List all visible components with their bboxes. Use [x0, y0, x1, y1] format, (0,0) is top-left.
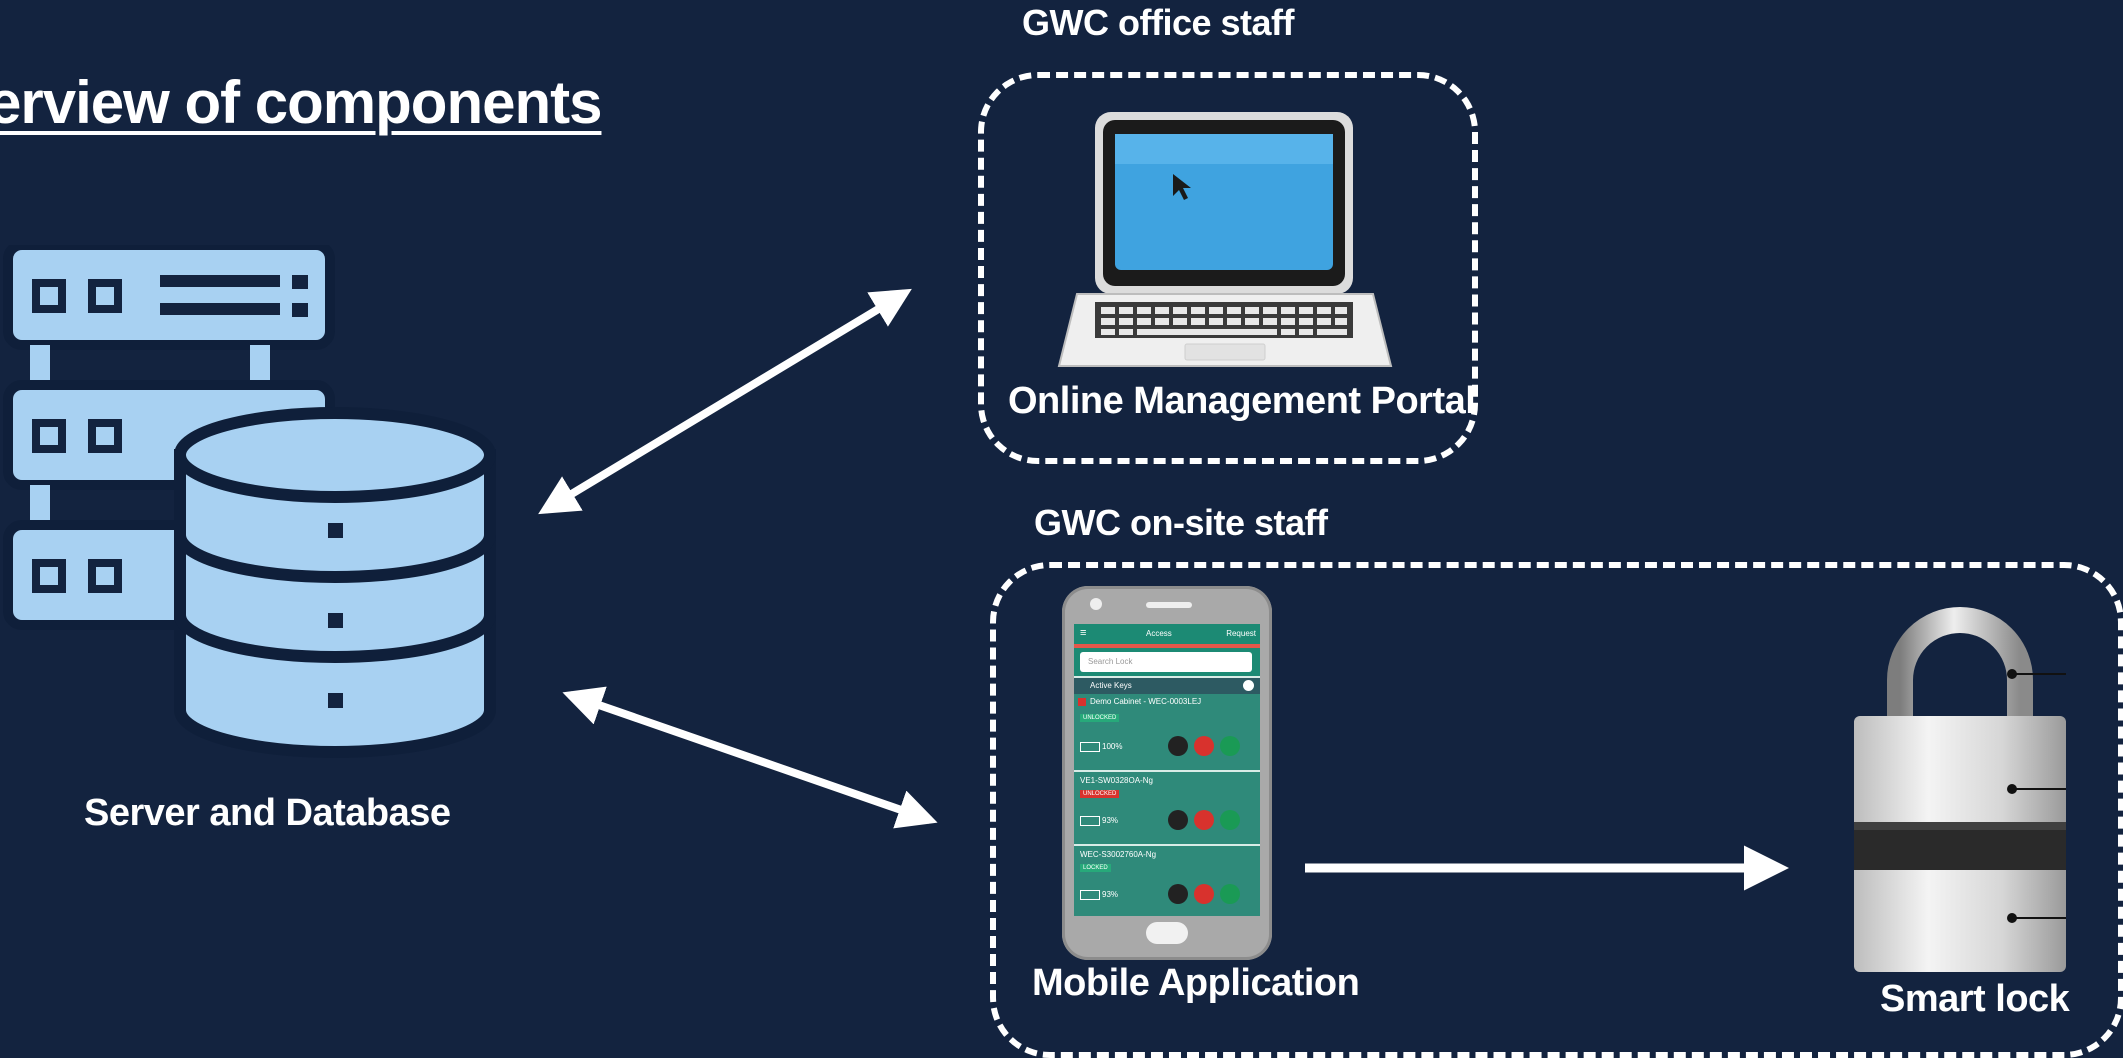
server-portal-arrow: [538, 288, 912, 515]
battery-level: 93%: [1102, 816, 1119, 825]
onsite-staff-group: [990, 562, 2123, 1058]
key-status-badge: UNLOCKED: [1080, 714, 1120, 722]
onsite-staff-label: GWC on-site staff: [1034, 502, 1328, 543]
menu-icon[interactable]: ≡: [1080, 627, 1087, 639]
app-search-bar: Search Lock: [1074, 648, 1260, 676]
unlock-button[interactable]: [1168, 810, 1188, 830]
page-title: erview of components: [0, 69, 602, 136]
key-status-badge: UNLOCKED: [1080, 790, 1120, 798]
battery-icon: [1080, 816, 1100, 826]
key-status-badge: LOCKED: [1080, 864, 1111, 872]
lock-button[interactable]: [1194, 736, 1214, 756]
unlock-button[interactable]: [1168, 736, 1188, 756]
app-alert-bar: [1074, 644, 1260, 648]
search-lock-input[interactable]: Search Lock: [1080, 652, 1252, 672]
key-card[interactable]: Demo Cabinet - WEC-0003LEJ UNLOCKED 100%: [1074, 694, 1260, 772]
battery-level: 100%: [1102, 742, 1123, 751]
request-link[interactable]: Request: [1226, 629, 1256, 638]
open-button[interactable]: [1220, 736, 1240, 756]
open-button[interactable]: [1220, 884, 1240, 904]
smartphone-icon: ≡ Access Request Search Lock Active Keys…: [1062, 586, 1272, 960]
open-button[interactable]: [1220, 810, 1240, 830]
app-header: ≡ Access Request: [1074, 624, 1260, 644]
lock-button[interactable]: [1194, 884, 1214, 904]
key-name: WEC-S3002760A-Ng: [1080, 850, 1157, 859]
battery-level: 93%: [1102, 890, 1119, 899]
key-name: VE1-SW0328OA-Ng: [1080, 776, 1153, 785]
active-keys-label: Active Keys: [1090, 681, 1132, 690]
padlock-icon: [1850, 600, 2072, 980]
phone-home-button: [1146, 922, 1188, 944]
unlock-button[interactable]: [1168, 884, 1188, 904]
phone-screen: ≡ Access Request Search Lock Active Keys…: [1074, 624, 1260, 916]
lock-label: Smart lock: [1880, 978, 2070, 1020]
key-card[interactable]: WEC-S3002760A-Ng LOCKED 93%: [1074, 846, 1260, 916]
server-label: Server and Database: [84, 792, 451, 834]
office-staff-group: [978, 72, 1478, 464]
mobile-label: Mobile Application: [1032, 962, 1360, 1004]
key-name: Demo Cabinet - WEC-0003LEJ: [1090, 697, 1202, 706]
laptop-icon: [1055, 108, 1395, 378]
lock-status-icon: [1078, 698, 1086, 706]
key-card[interactable]: VE1-SW0328OA-Ng UNLOCKED 93%: [1074, 772, 1260, 846]
app-header-title: Access: [1146, 629, 1172, 638]
active-keys-header: Active Keys: [1074, 678, 1260, 694]
server-database-icon: [0, 245, 500, 765]
lock-button[interactable]: [1194, 810, 1214, 830]
add-icon[interactable]: [1243, 680, 1254, 691]
portal-label: Online Management Portal: [1008, 380, 1476, 422]
phone-camera: [1090, 598, 1102, 610]
phone-speaker: [1146, 602, 1192, 608]
server-mobile-arrow: [562, 686, 938, 829]
office-staff-label: GWC office staff: [1022, 2, 1295, 43]
battery-icon: [1080, 890, 1100, 900]
battery-icon: [1080, 742, 1100, 752]
